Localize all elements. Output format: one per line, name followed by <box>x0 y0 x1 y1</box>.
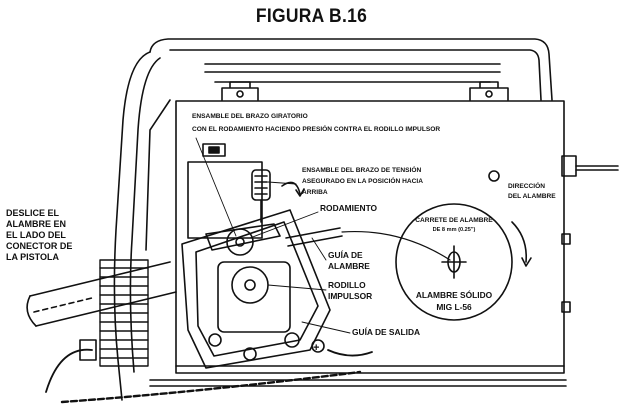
rear-clip <box>561 233 571 245</box>
swing-arm <box>205 223 281 251</box>
idle-roll-hub <box>235 237 245 247</box>
floor-line <box>60 370 362 404</box>
front-power-cord <box>45 348 93 393</box>
wire-drive-plate <box>181 209 331 369</box>
tension-rotation-arrowhead <box>295 188 305 197</box>
rear-clip-2 <box>561 301 571 313</box>
hinge-left-bolt <box>236 90 244 98</box>
gun-tube-end <box>26 295 37 327</box>
label-tension-arm-3: ARRIBA <box>302 189 328 196</box>
front-grill <box>99 259 149 367</box>
label-bearing: RODAMIENTO <box>320 203 378 213</box>
drive-roll-housing <box>217 261 291 333</box>
label-direction-1: DIRECCIÓN <box>508 183 545 190</box>
tension-knob <box>251 169 271 223</box>
plate-bolt-4 <box>243 347 257 361</box>
inlet-wire-guide <box>285 227 343 247</box>
handle-inner <box>169 49 542 101</box>
plate-bolt-1 <box>208 333 222 347</box>
label-drive-roll-1: RODILLO <box>328 280 366 290</box>
wire-spool <box>395 203 513 321</box>
label-drive-roll-2: IMPULSOR <box>328 291 373 301</box>
label-wire-guide-1: GUÍA DE <box>328 250 363 260</box>
plate-bolt-3 <box>311 339 325 353</box>
label-slide-wire-4: CONECTOR DE <box>6 241 73 251</box>
door-panel <box>175 100 565 374</box>
label-tension-arm-1: ENSAMBLE DEL BRAZO DE TENSIÓN <box>302 167 422 174</box>
label-spool-1: CARRETE DE ALAMBRE <box>415 217 493 224</box>
leader-bearing <box>249 211 319 239</box>
plate-bolt-2 <box>284 332 300 348</box>
front-bezel-inner <box>129 57 161 373</box>
drive-roll-hub <box>244 279 256 291</box>
front-bezel-inner-2 <box>145 99 171 251</box>
switch-box <box>202 143 226 157</box>
leader-drive-roll <box>267 284 327 291</box>
label-solid-wire-2: MIG L-56 <box>436 302 472 312</box>
label-slide-wire-5: LA PISTOLA <box>6 252 60 262</box>
label-outlet-guide: GUÍA DE SALIDA <box>352 327 421 337</box>
label-slide-wire-2: ALAMBRE EN <box>6 219 66 229</box>
front-bezel <box>113 51 151 401</box>
label-slide-wire-1: DESLICE EL <box>6 208 60 218</box>
hinge-right-bolt <box>485 90 493 98</box>
spool-direction-arrow <box>511 221 528 263</box>
hinge-right <box>469 81 509 101</box>
hinge-left <box>221 81 259 101</box>
tension-rotation-arrow <box>281 181 301 195</box>
plus-mark: + <box>313 342 319 354</box>
switch-toggle <box>208 146 220 154</box>
outlet-cable <box>327 349 373 357</box>
cord-strain-relief <box>79 339 97 361</box>
wire-drive-plate-inner <box>195 221 319 357</box>
inner-bracket <box>187 161 263 239</box>
leader-wire-guide <box>311 237 327 261</box>
label-swing-arm-2: CON EL RODAMIENTO HACIENDO PRESIÓN CONTR… <box>192 126 441 133</box>
gun-connector-tube <box>29 261 177 327</box>
spool-direction-arrowhead <box>521 257 532 267</box>
leader-tension-arm <box>267 181 297 185</box>
wire-feed-path <box>341 230 451 261</box>
door-latch <box>488 170 500 182</box>
label-swing-arm-1: ENSAMBLE DEL BRAZO GIRATORIO <box>192 113 308 120</box>
label-direction-2: DEL ALAMBRE <box>508 193 556 200</box>
leader-outlet-guide <box>301 321 351 334</box>
label-wire-guide-2: ALAMBRE <box>328 261 370 271</box>
label-slide-wire-3: EL LADO DEL <box>6 230 66 240</box>
label-tension-arm-2: ASEGURADO EN LA POSICIÓN HACIA <box>302 178 424 185</box>
figure-title: FIGURA B.16 <box>255 6 368 27</box>
leader-swing-arm <box>195 137 237 237</box>
wire-insertion-arrow <box>33 297 93 313</box>
drive-roll <box>231 266 269 304</box>
spool-hub <box>441 245 467 279</box>
label-solid-wire-1: ALAMBRE SÓLIDO <box>415 290 493 300</box>
label-spool-2: DE 8 mm (0.25") <box>432 227 476 233</box>
handle-outline <box>149 38 553 101</box>
